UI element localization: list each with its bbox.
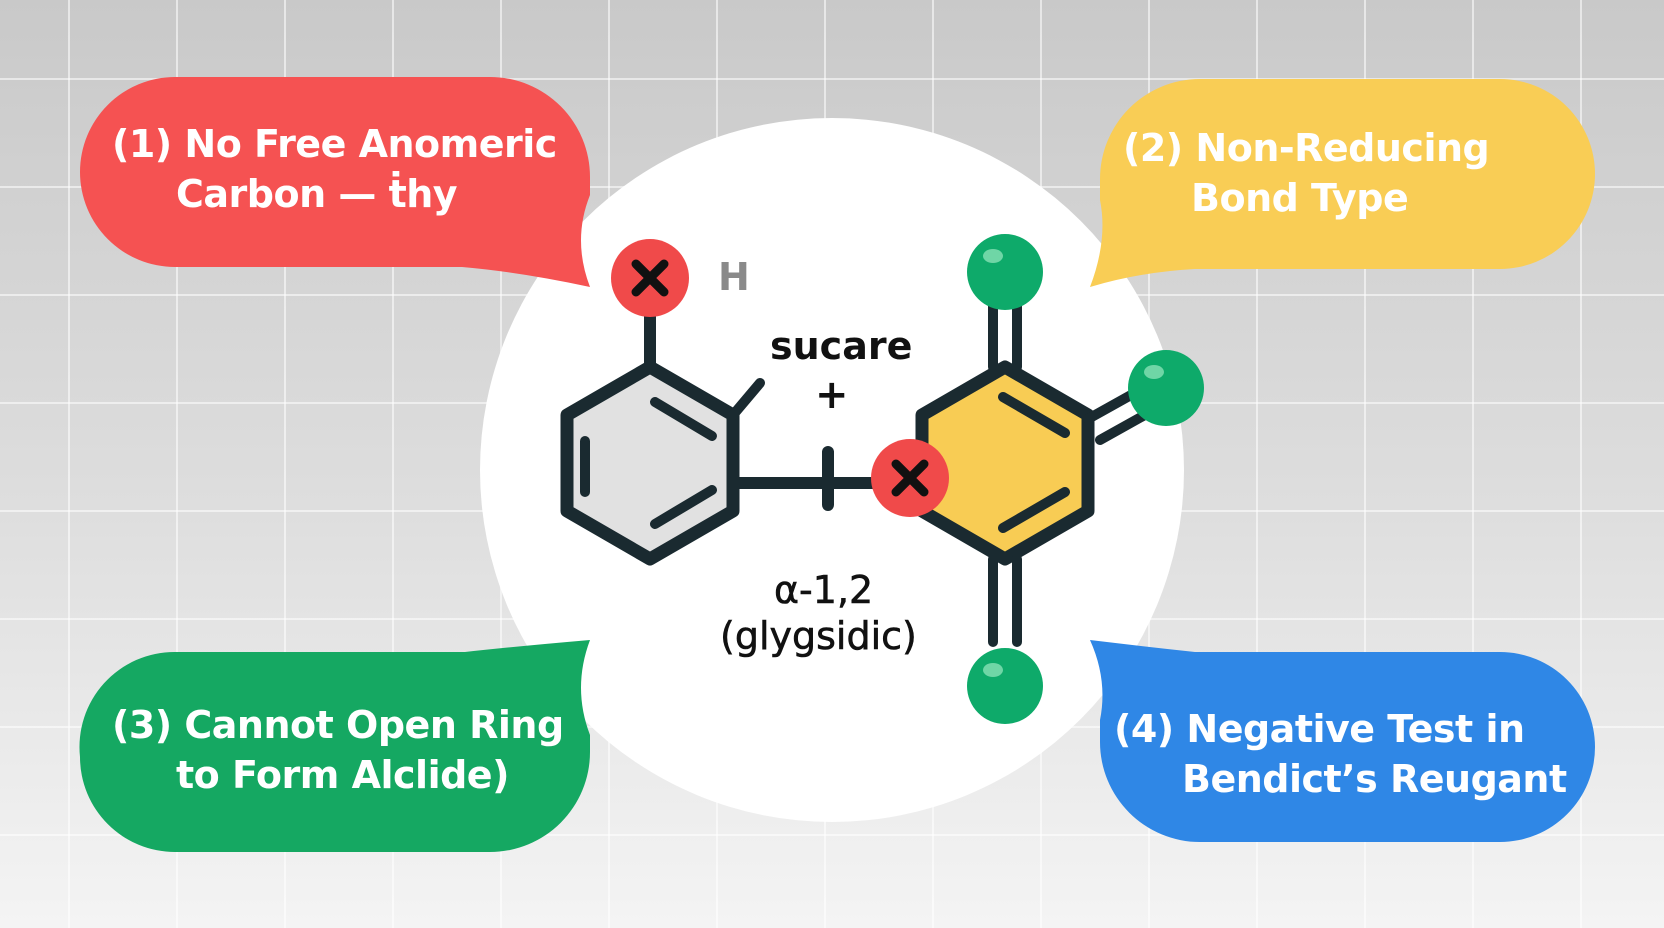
callout-2-line2: Bond Type [1191,176,1409,220]
callout-bubble-4 [1090,640,1595,842]
bond-label-line1: α-1,2 [774,568,874,613]
callout-1-line1: (1) No Free Anomeric [112,122,557,166]
molecule-name-label: sucare [770,324,913,368]
callout-bubble-1 [80,77,590,287]
callout-3-line2: to Form Alclide) [176,753,509,797]
callout-4-line1: (4) Negative Test in [1114,707,1525,751]
right-ring [915,295,1157,647]
bond-label-line2: (glygsidic) [720,614,917,659]
callout-bubble-2 [1090,79,1595,287]
left-ring [560,299,886,566]
callout-2-line1: (2) Non-Reducing [1123,126,1490,170]
hydrogen-label: H [718,255,750,299]
plus-sign: + [815,372,849,418]
callout-3-text: (3) Cannot Open Ring to Form Alclide) [112,700,564,800]
callout-3-line1: (3) Cannot Open Ring [112,703,564,747]
x-mark-icon [871,439,949,517]
callout-4-text: (4) Negative Test in Bendict’s Reugant [1114,704,1567,804]
callout-4-line2: Bendict’s Reugant [1182,757,1567,801]
x-mark-icon [611,239,689,317]
green-atom-bottom [967,648,1043,724]
callout-1-line2: Carbon — ṫhy [176,172,458,216]
callout-bubble-3 [79,640,591,852]
green-atom-right [1128,350,1204,426]
green-atom-top [967,234,1043,310]
callout-1-text: (1) No Free Anomeric Carbon — ṫhy [112,119,557,219]
callout-2-text: (2) Non-Reducing Bond Type [1123,123,1490,223]
